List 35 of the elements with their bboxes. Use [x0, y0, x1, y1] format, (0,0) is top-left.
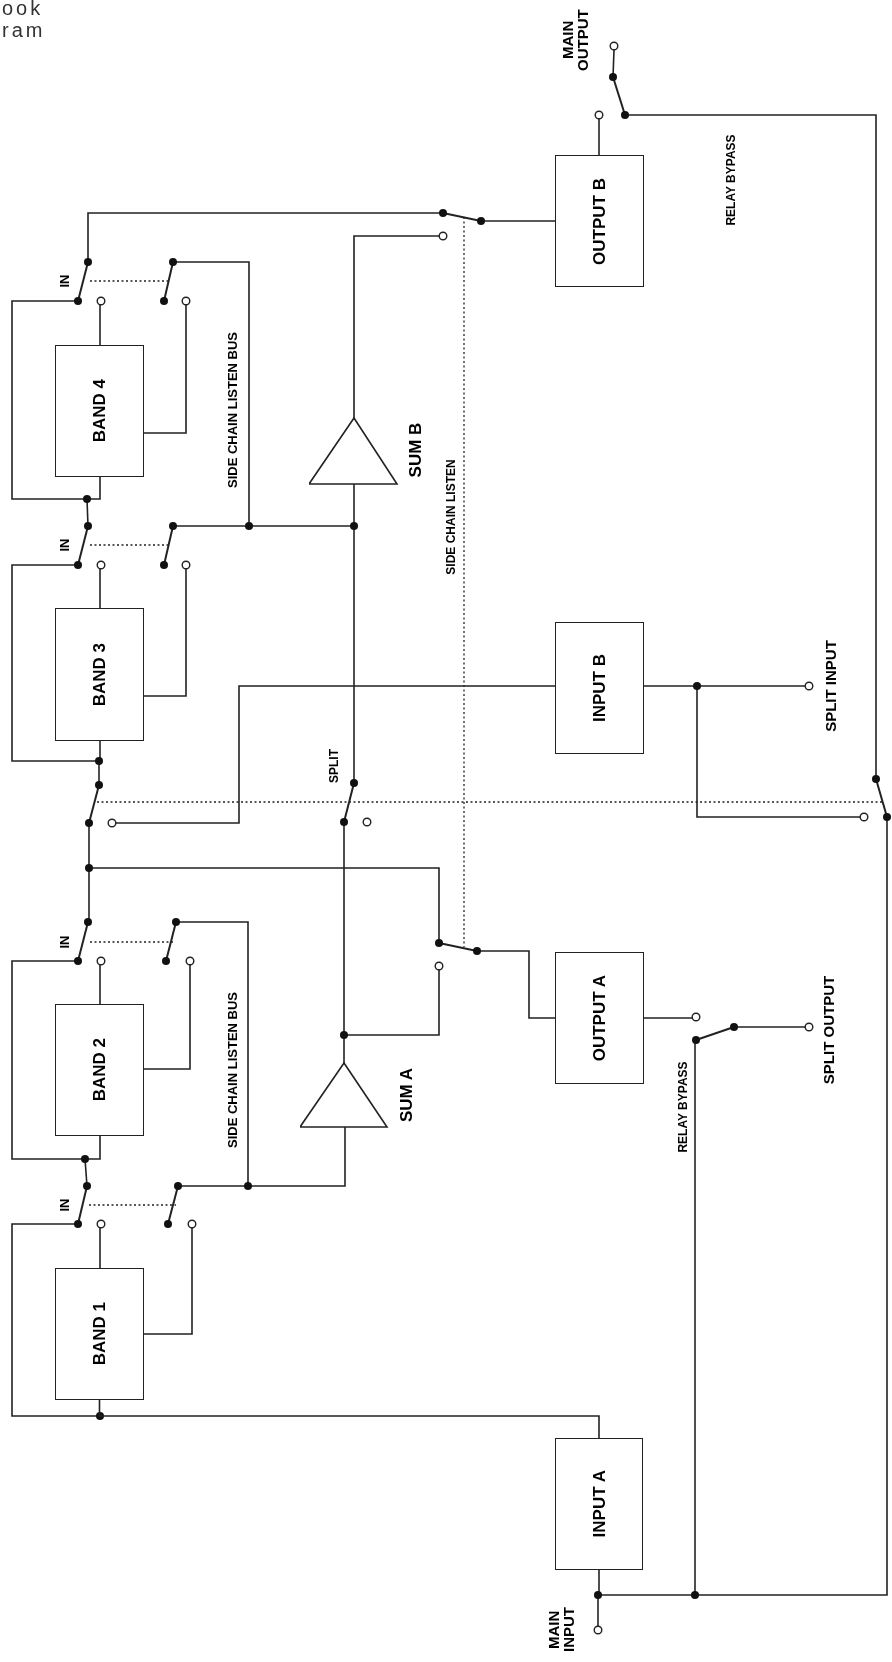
process-box	[555, 155, 644, 287]
process-box	[555, 622, 644, 754]
box-label: BAND 1	[91, 1302, 108, 1366]
process-box	[555, 952, 644, 1084]
wire	[98, 1399, 600, 1439]
switch-label: RELAY BYPASS	[725, 134, 737, 226]
box-label: BAND 4	[91, 379, 108, 443]
amplifier-label: SUM A	[397, 1067, 415, 1123]
process-box	[55, 608, 144, 741]
title-fragment: ook	[2, 0, 44, 21]
amplifier-label: SUM B	[406, 422, 424, 478]
box-label: OUTPUT B	[591, 177, 608, 265]
bus-label: SIDE CHAIN LISTEN BUS	[225, 992, 239, 1148]
switch-label: IN	[57, 538, 71, 552]
box-label: BAND 3	[91, 642, 108, 707]
switch-label: IN	[57, 1198, 71, 1212]
terminal-label: SPLIT INPUT	[822, 640, 838, 732]
switch-label: SPLIT	[328, 749, 340, 783]
process-box	[55, 345, 144, 477]
box-label: INPUT B	[591, 654, 608, 722]
control-label: SIDE CHAIN LISTEN	[445, 459, 457, 575]
terminal-label: MAIN INPUT	[546, 1606, 576, 1655]
title-fragment: ram	[2, 18, 46, 43]
process-box	[555, 1438, 643, 1570]
terminal-label: MAIN OUTPUT	[560, 8, 590, 73]
bus-label: SIDE CHAIN LISTEN BUS	[225, 332, 239, 488]
switch-label: IN	[57, 274, 71, 288]
switch-label: RELAY BYPASS	[677, 1061, 689, 1153]
box-label: INPUT A	[590, 1470, 608, 1538]
box-label: OUTPUT A	[591, 974, 608, 1062]
box-label: BAND 2	[91, 1038, 108, 1102]
switch-label: IN	[57, 935, 71, 949]
process-box	[55, 1268, 144, 1400]
terminal-label: SPLIT OUTPUT	[820, 975, 836, 1085]
process-box	[55, 1004, 144, 1136]
